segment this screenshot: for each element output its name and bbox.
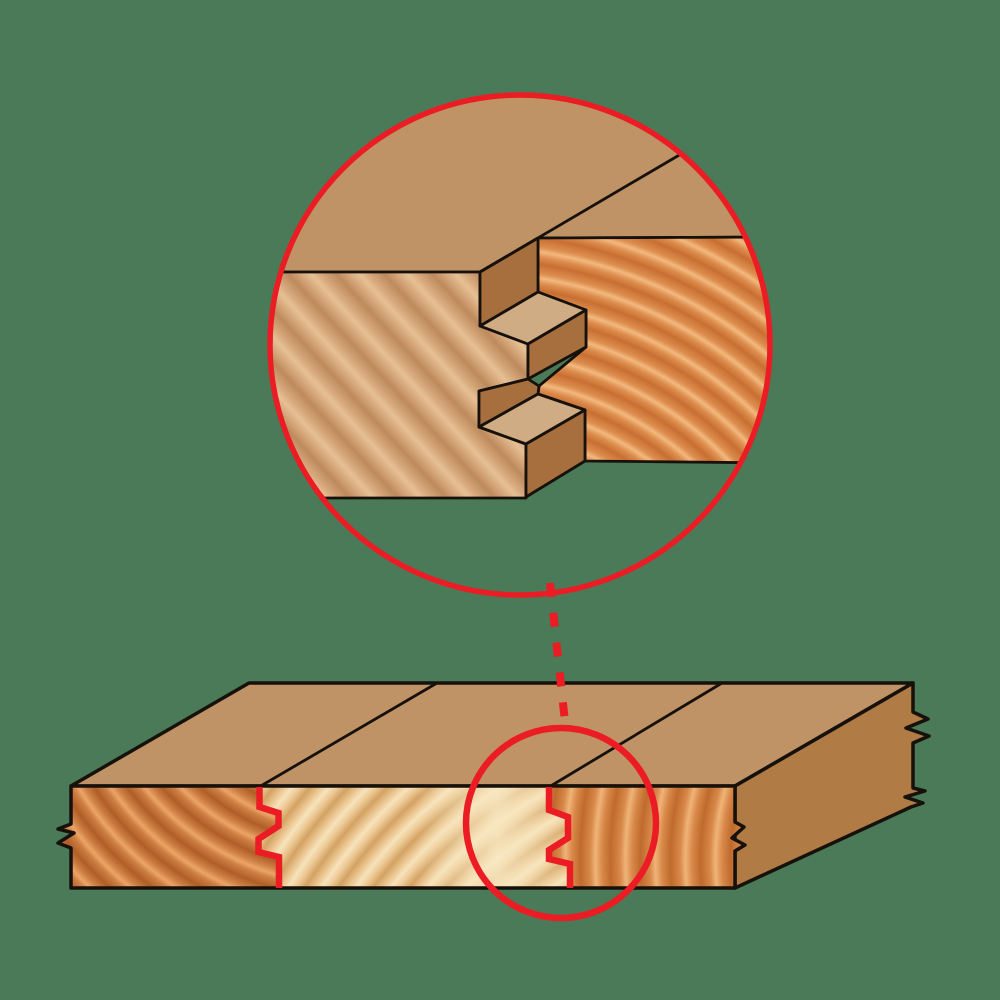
plank-front-outline <box>56 784 747 890</box>
joint-riser-2 <box>526 308 588 381</box>
connector-dashed-line <box>546 582 570 732</box>
glue-joint-line-2 <box>545 787 574 888</box>
top-seam-line-1 <box>257 681 439 789</box>
board-3-end-grain <box>548 786 745 888</box>
plank-side-face <box>733 681 931 890</box>
board-1-end-grain <box>58 786 279 888</box>
top-seam-line-2 <box>547 681 724 789</box>
joint-tongue <box>524 408 587 499</box>
magnifier-ring <box>267 92 773 598</box>
board-2-grain-highlight <box>415 786 570 888</box>
highlight-ring <box>462 724 660 922</box>
glue-joint-line-1 <box>255 787 283 888</box>
joint-notch <box>477 377 541 429</box>
detail-board-seam-line <box>479 152 682 274</box>
plank <box>56 681 931 890</box>
